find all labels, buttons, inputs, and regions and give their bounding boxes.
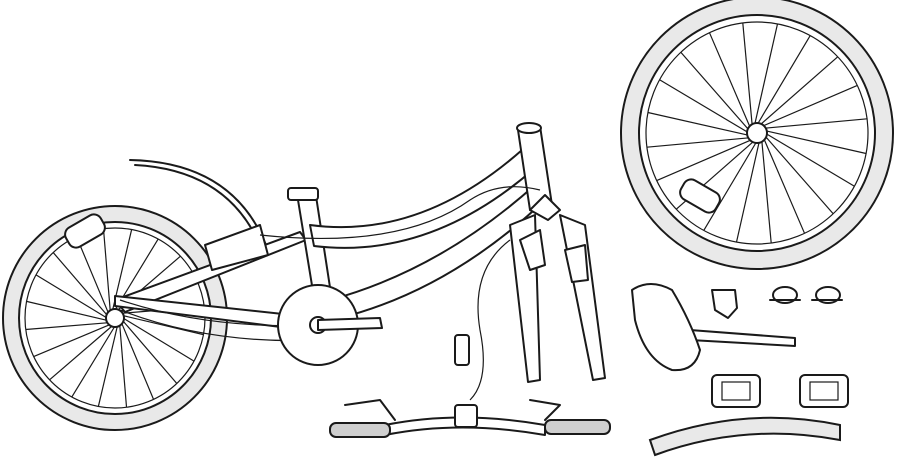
left-brake-lever	[344, 399, 396, 421]
spoke	[703, 140, 758, 231]
spoke	[708, 32, 752, 129]
spoke	[102, 228, 111, 312]
spoke	[26, 300, 108, 322]
front-wheel	[620, 0, 894, 270]
right-pedal	[799, 374, 849, 408]
spoke	[756, 35, 811, 126]
spoke	[49, 325, 113, 381]
brake-caliper-left	[519, 229, 546, 271]
pedals	[711, 374, 849, 408]
spoke	[659, 79, 750, 134]
left-pedal	[711, 374, 761, 408]
spoke	[764, 135, 834, 215]
spoke	[119, 324, 128, 408]
fork	[454, 194, 606, 401]
cable-adjuster	[454, 334, 470, 366]
spoke	[759, 56, 839, 126]
rear-brake	[204, 224, 269, 271]
saddle	[631, 283, 701, 372]
spoke	[122, 320, 178, 384]
spoke	[763, 118, 868, 129]
spoke	[764, 129, 867, 155]
spoke	[656, 138, 753, 182]
spoke	[735, 140, 761, 243]
brake-caliper-right	[564, 244, 589, 283]
spoke	[122, 317, 195, 362]
left-grip	[329, 422, 391, 438]
front-reflector	[679, 178, 721, 214]
spoke	[25, 322, 109, 331]
spoke	[761, 84, 858, 128]
bell	[711, 289, 738, 319]
stem	[454, 404, 478, 428]
spoke	[742, 22, 753, 127]
front-brake-cable	[469, 239, 511, 401]
spoke	[33, 323, 111, 358]
brake-cable	[259, 186, 541, 239]
spoke	[647, 111, 750, 137]
spoke	[753, 23, 779, 126]
spoke	[646, 137, 751, 148]
small-parts	[711, 286, 843, 319]
spoke	[52, 252, 108, 316]
spoke	[761, 139, 772, 244]
headset	[516, 122, 542, 134]
handlebar	[329, 399, 611, 438]
right-grip	[544, 419, 611, 435]
right-brake-lever	[529, 399, 561, 421]
inner-tube	[648, 416, 841, 457]
spoke	[120, 322, 155, 400]
saddle-assembly	[631, 283, 796, 372]
spoke	[75, 236, 110, 314]
reflector	[64, 213, 106, 249]
spoke	[35, 274, 108, 319]
spoke	[122, 314, 204, 336]
spoke	[680, 51, 750, 131]
crank-arm	[317, 317, 383, 331]
seat-clamp	[287, 187, 319, 201]
spoke	[71, 325, 116, 398]
spoke	[762, 137, 806, 234]
spoke	[97, 325, 119, 407]
frame	[114, 122, 553, 366]
seat-post	[689, 329, 796, 347]
fork-right-leg	[559, 214, 606, 381]
spoke	[764, 132, 855, 187]
